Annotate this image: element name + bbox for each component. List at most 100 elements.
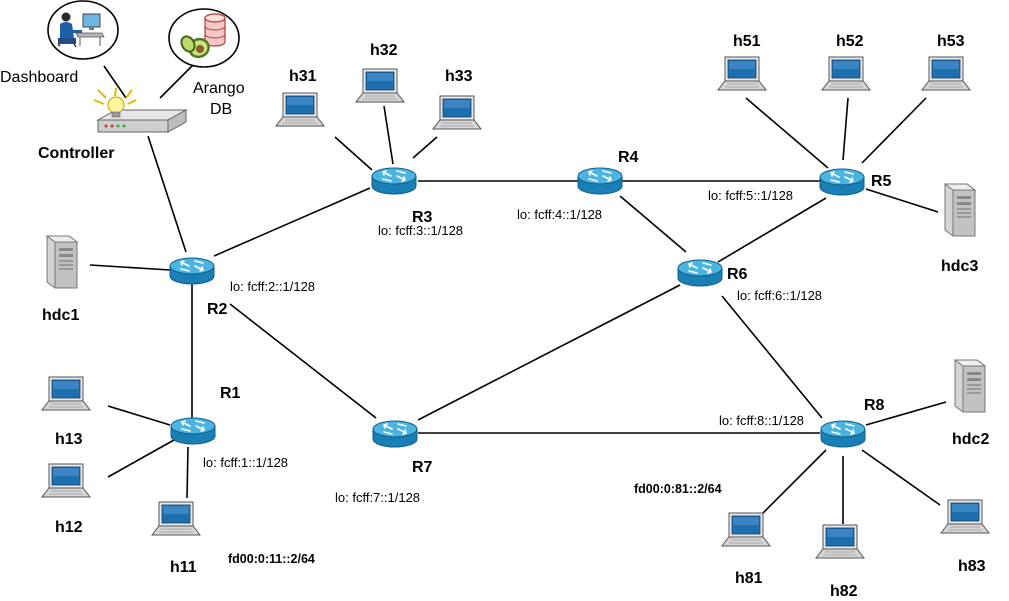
router-r2[interactable] [169, 257, 215, 285]
link-r8-h83 [861, 449, 941, 506]
server-icon [954, 359, 986, 413]
router-icon [371, 167, 417, 195]
host-label-h53: h53 [937, 33, 965, 50]
lightbulb-icon [93, 87, 137, 118]
host-h13[interactable] [41, 376, 91, 411]
controller-node[interactable] [93, 87, 188, 133]
laptop-icon [815, 524, 865, 559]
prefix-label-r8-hosts: fd00:0:81::2/64 [634, 482, 722, 496]
loopback-label-r4: lo: fcff:4::1/128 [517, 207, 602, 222]
server-icon [46, 235, 78, 289]
router-icon [169, 257, 215, 285]
router-label-r5: R5 [871, 173, 892, 190]
arangodb-node[interactable] [168, 8, 240, 68]
loopback-label-r7: lo: fcff:7::1/128 [335, 490, 420, 505]
router-icon [819, 168, 865, 196]
host-h81[interactable] [721, 512, 771, 547]
laptop-icon [355, 68, 405, 103]
laptop-icon [721, 512, 771, 547]
router-r7[interactable] [372, 420, 418, 448]
link-r3-h32 [383, 105, 394, 165]
host-label-h83: h83 [958, 558, 986, 575]
host-h53[interactable] [921, 56, 971, 91]
router-icon [372, 420, 418, 448]
router-icon [820, 420, 866, 448]
host-label-h13: h13 [55, 431, 83, 448]
arangodb-label-line2: DB [210, 101, 232, 118]
laptop-icon [717, 56, 767, 91]
server-hdc2[interactable] [954, 359, 986, 413]
router-r5[interactable] [819, 168, 865, 196]
host-label-h52: h52 [836, 33, 864, 50]
laptop-icon [432, 95, 482, 130]
host-h32[interactable] [355, 68, 405, 103]
host-label-h32: h32 [370, 42, 398, 59]
laptop-icon [940, 499, 990, 534]
router-label-r7: R7 [412, 459, 433, 476]
router-r8[interactable] [820, 420, 866, 448]
router-r1[interactable] [170, 417, 216, 445]
router-label-r8: R8 [864, 397, 885, 414]
link-r8-hdc2 [865, 401, 947, 426]
link-r4-r6 [619, 195, 687, 253]
host-label-h31: h31 [289, 68, 317, 85]
host-h31[interactable] [275, 92, 325, 127]
router-r4[interactable] [577, 167, 623, 195]
server-label-hdc2: hdc2 [952, 431, 989, 448]
link-r5-h51 [745, 97, 829, 169]
dashboard-bubble [47, 0, 119, 60]
link-controller-dashboard [103, 65, 127, 99]
link-r3-h31 [334, 136, 373, 171]
dashboard-node[interactable] [47, 0, 119, 60]
host-label-h81: h81 [735, 570, 763, 587]
link-r5-r6 [717, 197, 827, 263]
server-hdc1[interactable] [46, 235, 78, 289]
link-r1-h12 [107, 439, 175, 478]
arangodb-bubble [168, 8, 240, 68]
host-h12[interactable] [41, 463, 91, 498]
router-label-r2: R2 [207, 301, 228, 318]
router-icon [677, 259, 723, 287]
prefix-label-r1-hosts: fd00:0:11::2/64 [228, 552, 315, 566]
router-label-r6: R6 [727, 266, 748, 283]
link-r5-hdc3 [865, 188, 939, 213]
laptop-icon [275, 92, 325, 127]
loopback-label-r3: lo: fcff:3::1/128 [378, 223, 463, 238]
router-label-r1: R1 [220, 385, 241, 402]
host-h83[interactable] [940, 499, 990, 534]
laptop-icon [151, 501, 201, 536]
host-h33[interactable] [432, 95, 482, 130]
router-label-r3: R3 [412, 209, 433, 226]
host-h11[interactable] [151, 501, 201, 536]
laptop-icon [41, 463, 91, 498]
link-controller-arangodb [159, 63, 195, 99]
avocado-icon [180, 35, 210, 59]
link-r6-r7 [417, 284, 681, 421]
laptop-icon [921, 56, 971, 91]
router-r3[interactable] [371, 167, 417, 195]
loopback-label-r2: lo: fcff:2::1/128 [230, 279, 315, 294]
host-h52[interactable] [821, 56, 871, 91]
host-label-h33: h33 [445, 68, 473, 85]
laptop-icon [41, 376, 91, 411]
host-label-h12: h12 [55, 519, 83, 536]
router-icon [170, 417, 216, 445]
link-r1-h11 [186, 446, 189, 499]
controller-label: Controller [38, 145, 114, 162]
laptop-icon [821, 56, 871, 91]
loopback-label-r5: lo: fcff:5::1/128 [708, 188, 793, 203]
router-r6[interactable] [677, 259, 723, 287]
router-icon [577, 167, 623, 195]
links [89, 63, 947, 524]
host-label-h82: h82 [830, 583, 858, 600]
link-r5-h52 [842, 97, 849, 161]
loopback-label-r8: lo: fcff:8::1/128 [719, 413, 804, 428]
link-r2-r7 [229, 303, 377, 419]
link-r2-hdc1 [89, 264, 171, 271]
host-h51[interactable] [717, 56, 767, 91]
server-hdc3[interactable] [944, 183, 976, 237]
host-h82[interactable] [815, 524, 865, 559]
loopback-label-r6: lo: fcff:6::1/128 [737, 288, 822, 303]
link-r8-h81 [759, 449, 827, 517]
